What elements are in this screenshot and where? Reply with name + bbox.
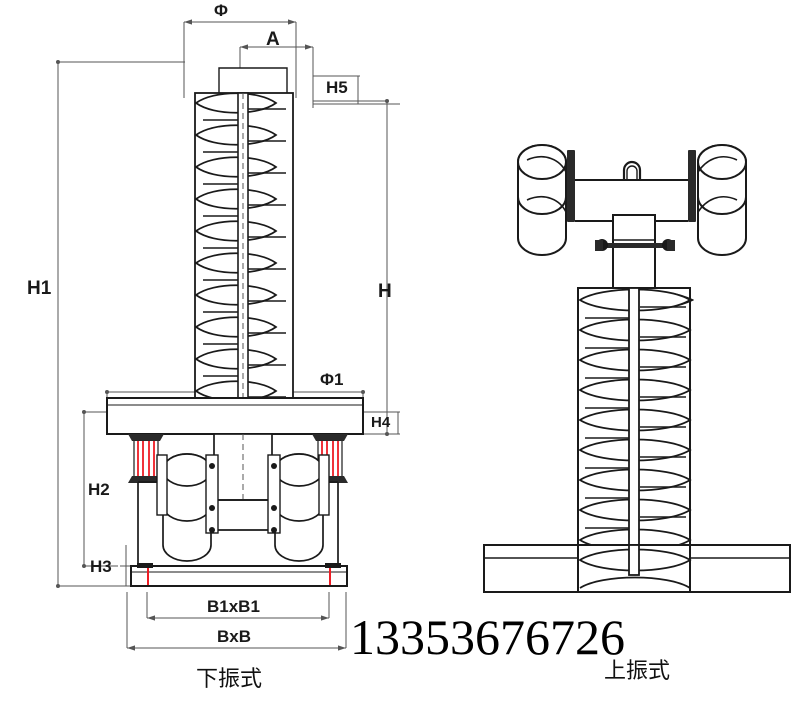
- left-top-outlet: [218, 67, 288, 96]
- contact-phone-number: 13353676726: [350, 609, 625, 665]
- left-view-group: [56, 19, 400, 651]
- right-connecting-frame: [575, 160, 688, 222]
- dimension-label-h2: H2: [88, 480, 110, 499]
- dimension-label-h4: H4: [371, 414, 391, 431]
- right-spiral-column: [577, 287, 694, 579]
- dimension-label-h5: H5: [326, 78, 348, 97]
- dimension-label-h: H: [378, 281, 392, 302]
- left-view-caption: 下振式: [196, 666, 263, 691]
- left-center-tube: [213, 433, 273, 501]
- right-tie-rod: [595, 239, 675, 251]
- dimension-label-bxb: BxB: [217, 627, 252, 646]
- left-spiral-column: [194, 92, 294, 424]
- right-view-group: [483, 144, 791, 593]
- left-base-feet: [130, 563, 348, 587]
- left-dimension-lines: [56, 19, 400, 651]
- right-motor-brackets: [567, 150, 696, 222]
- dimension-label-h3: H3: [90, 557, 112, 576]
- dimension-label-phi1: Φ1: [320, 370, 344, 389]
- dimension-label-h1: H1: [27, 278, 52, 299]
- right-column-over-base: [577, 544, 692, 593]
- dimension-label-b1xb1: B1xB1: [207, 597, 260, 616]
- left-support-plate: [106, 397, 364, 435]
- right-vibrator-motors: [517, 144, 747, 256]
- dimension-label-a: A: [266, 29, 280, 50]
- right-view-caption: 上振式: [604, 658, 671, 683]
- dimension-label-phi: Φ: [214, 1, 228, 20]
- left-motor-bolts: [209, 463, 277, 533]
- right-center-tube: [612, 214, 656, 291]
